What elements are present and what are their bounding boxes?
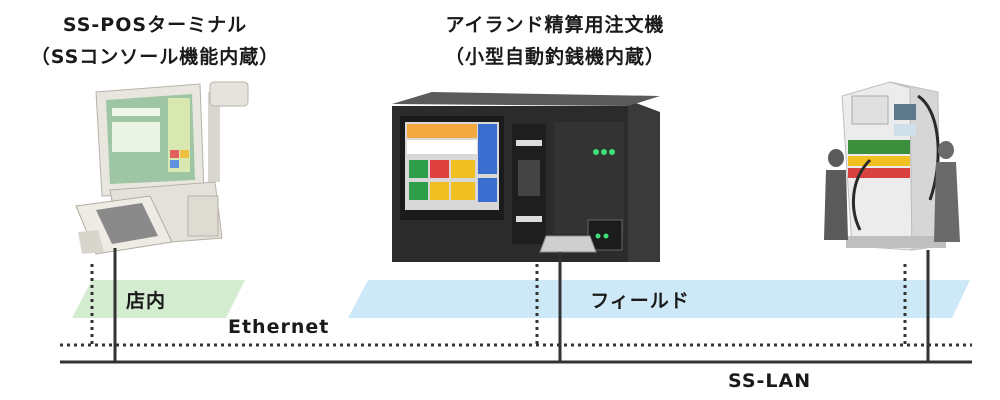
island-machine-subtitle: （小型自動釣銭機内蔵） [444,46,665,68]
island-machine-title: アイランド精算用注文機 [445,14,665,36]
island-machine-image [392,92,660,262]
field-zone-label: フィールド [590,290,690,312]
ethernet-label: Ethernet [228,316,330,338]
pos-terminal-subtitle: （SSコンソール機能内蔵） [30,46,280,68]
store-zone-label: 店内 [126,290,167,312]
fuel-dispenser-image [824,81,960,251]
pos-terminal-image [75,81,249,255]
field-zone-band [348,280,970,318]
pos-terminal-title: SS-POSターミナル [62,14,248,36]
ss-lan-label: SS-LAN [728,370,812,392]
ethernet-network [60,264,972,347]
ss-lan-network [60,248,972,364]
